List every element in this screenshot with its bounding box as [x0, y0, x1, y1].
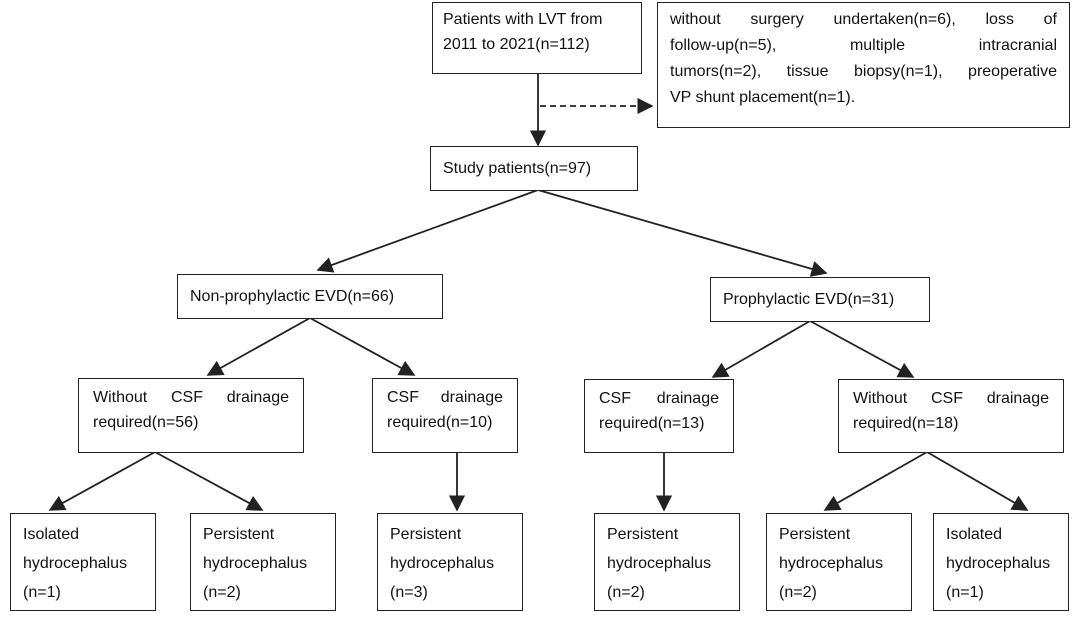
arrow-study-to-prophylactic — [537, 189, 828, 277]
exclusion-line4: VP shunt placement(n=1). — [670, 88, 856, 106]
arrow-p-to-with — [711, 320, 811, 378]
leaf-persistent-hydrocephalus-2: Persistent hydrocephalus (n=2) — [190, 513, 336, 611]
p-without-line2: required(n=18) — [853, 414, 959, 432]
total-patients-box: Patients with LVT from 2011 to 2021(n=11… — [432, 2, 642, 74]
total-patients-line2: 2011 to 2021(n=112) — [443, 35, 590, 53]
exclusion-line2: follow-up(n=5), multiple intracranial — [670, 36, 1057, 54]
leaf2-line3: (n=2) — [203, 583, 241, 601]
leaf4-line2: hydrocephalus — [607, 554, 712, 572]
arrow-np-to-with — [309, 317, 416, 376]
leaf6-line2: hydrocephalus — [946, 554, 1051, 572]
leaf3-line1: Persistent — [390, 526, 462, 543]
np-without-line2: required(n=56) — [93, 413, 199, 431]
p-with-line1: CSF drainage — [599, 390, 719, 407]
p-without-csf-drainage-box: Without CSF drainage required(n=18) — [838, 379, 1064, 453]
leaf3-line2: hydrocephalus — [390, 554, 495, 572]
p-csf-drainage-box: CSF drainage required(n=13) — [584, 379, 734, 453]
arrow-npwithout-to-leaf2 — [154, 451, 264, 511]
leaf5-line2: hydrocephalus — [779, 554, 884, 572]
leaf1-line3: (n=1) — [23, 583, 61, 601]
non-prophylactic-evd-label: Non-prophylactic EVD(n=66) — [190, 288, 395, 305]
np-csf-drainage-box: CSF drainage required(n=10) — [372, 378, 518, 453]
study-patients-box: Study patients(n=97) — [430, 146, 638, 191]
leaf1-line1: Isolated — [23, 526, 80, 543]
leaf-isolated-hydrocephalus-6: Isolated hydrocephalus (n=1) — [933, 513, 1069, 611]
arrow-npwithout-to-leaf1 — [48, 451, 156, 511]
leaf-isolated-hydrocephalus-1: Isolated hydrocephalus (n=1) — [10, 513, 156, 611]
exclusion-line3: tumors(n=2), tissue biopsy(n=1), preoper… — [670, 62, 1057, 80]
leaf2-line1: Persistent — [203, 526, 275, 543]
arrow-study-to-nonprophylactic — [316, 189, 539, 273]
exclusion-line1: without surgery undertaken(n=6), loss of — [670, 11, 1057, 28]
leaf4-line3: (n=2) — [607, 583, 645, 601]
np-with-line1: CSF drainage — [387, 389, 503, 406]
leaf-persistent-hydrocephalus-5: Persistent hydrocephalus (n=2) — [766, 513, 912, 611]
np-without-line1: Without CSF drainage — [93, 389, 289, 406]
leaf6-line1: Isolated — [946, 526, 1003, 543]
arrow-pwithout-to-leaf5 — [823, 451, 928, 511]
total-patients-line1: Patients with LVT from — [443, 11, 603, 28]
study-patients-label: Study patients(n=97) — [443, 160, 592, 177]
prophylactic-evd-box: Prophylactic EVD(n=31) — [710, 277, 930, 322]
leaf-persistent-hydrocephalus-4: Persistent hydrocephalus (n=2) — [594, 513, 740, 611]
arrow-p-to-without — [809, 320, 915, 378]
leaf-persistent-hydrocephalus-3: Persistent hydrocephalus (n=3) — [377, 513, 523, 611]
leaf1-line2: hydrocephalus — [23, 554, 128, 572]
leaf5-line1: Persistent — [779, 526, 851, 543]
p-with-line2: required(n=13) — [599, 414, 705, 432]
leaf6-line3: (n=1) — [946, 583, 984, 601]
np-without-csf-drainage-box: Without CSF drainage required(n=56) — [78, 378, 304, 453]
leaf4-line1: Persistent — [607, 526, 679, 543]
arrow-np-to-without — [206, 317, 311, 376]
exclusion-box: without surgery undertaken(n=6), loss of… — [657, 2, 1070, 128]
prophylactic-evd-label: Prophylactic EVD(n=31) — [723, 291, 895, 308]
leaf5-line3: (n=2) — [779, 583, 817, 601]
non-prophylactic-evd-box: Non-prophylactic EVD(n=66) — [177, 274, 443, 319]
leaf3-line3: (n=3) — [390, 583, 428, 601]
arrow-pwithout-to-leaf6 — [926, 451, 1029, 511]
leaf2-line2: hydrocephalus — [203, 554, 308, 572]
p-without-line1: Without CSF drainage — [853, 390, 1049, 407]
np-with-line2: required(n=10) — [387, 413, 493, 431]
